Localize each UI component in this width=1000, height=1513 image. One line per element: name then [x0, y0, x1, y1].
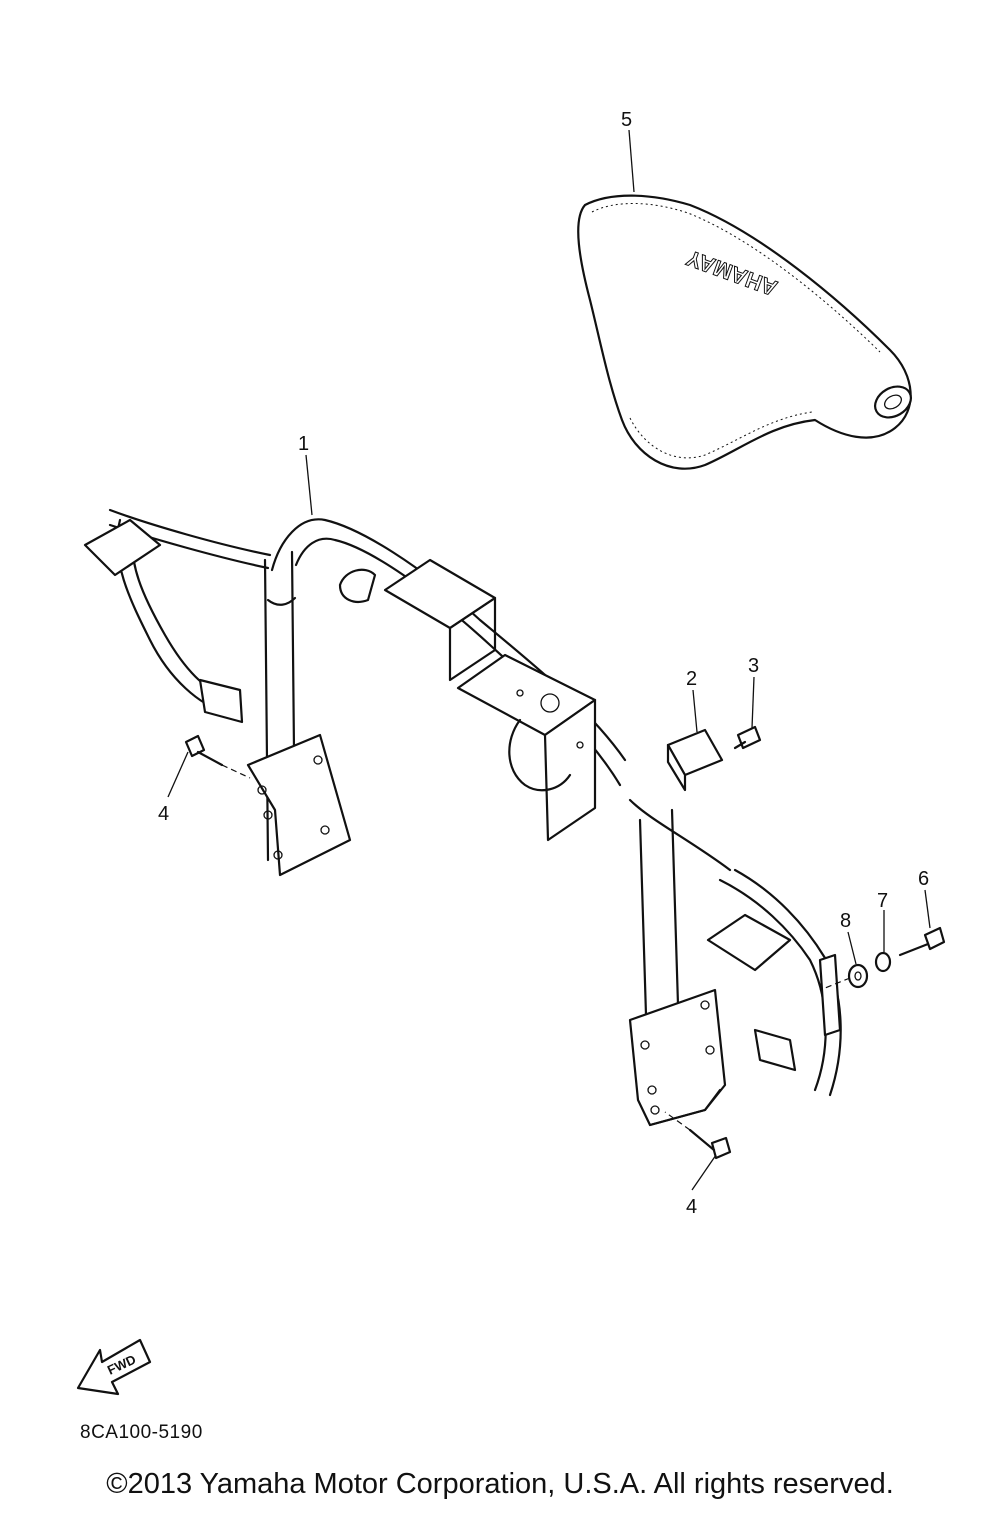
leader-5 [628, 129, 635, 193]
bolt-6 [898, 926, 946, 957]
callout-4-lower: 4 [686, 1196, 697, 1218]
callout-5: 5 [621, 109, 632, 131]
washer-8 [847, 963, 869, 989]
leader-1 [305, 454, 313, 516]
handlebar-frame [83, 508, 842, 1127]
bolt-upper [184, 734, 251, 779]
part-number: 8CA100-5190 [80, 1422, 203, 1443]
leader-6 [924, 889, 931, 929]
callout-6: 6 [918, 868, 929, 890]
callout-4-upper: 4 [158, 803, 169, 825]
callout-8: 8 [840, 910, 851, 932]
bolt-lower [664, 1111, 732, 1160]
leader-3 [751, 676, 755, 729]
leader-4a [167, 751, 189, 798]
handlebar-pad: YAMAHA [577, 194, 912, 470]
lock-washer-7 [874, 951, 892, 973]
screw [733, 725, 762, 750]
callout-3: 3 [748, 655, 759, 677]
leader-2 [692, 689, 698, 733]
clamp-block [666, 728, 724, 792]
fwd-arrow-icon: FWD [76, 1338, 152, 1396]
leader-8 [847, 931, 857, 965]
copyright-notice: ©2013 Yamaha Motor Corporation, U.S.A. A… [106, 1468, 894, 1500]
leader-4b [691, 1154, 717, 1191]
leader-dash-8 [819, 977, 851, 991]
callout-1: 1 [298, 433, 309, 455]
callout-7: 7 [877, 890, 888, 912]
callout-2: 2 [686, 668, 697, 690]
